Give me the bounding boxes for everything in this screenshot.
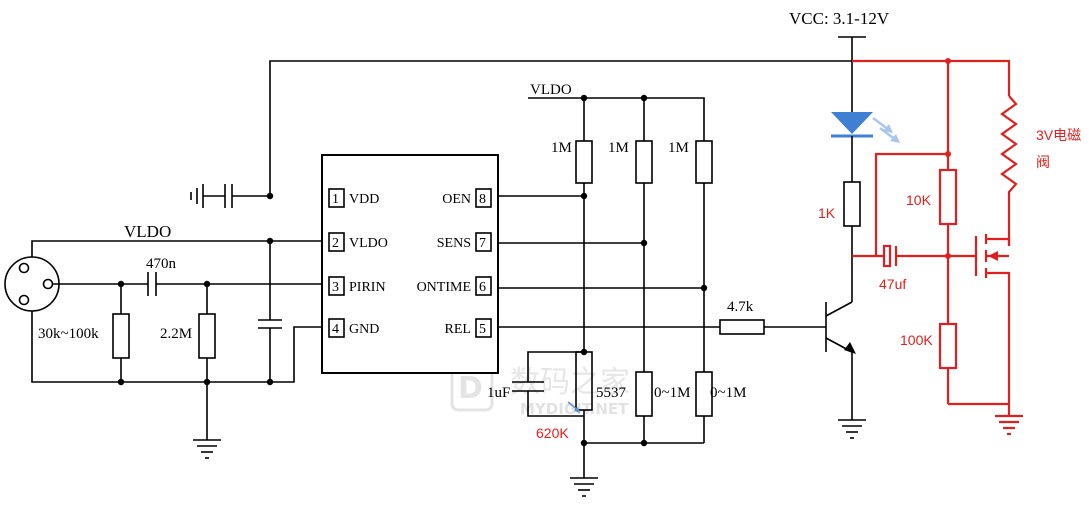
- ic-pin-8-name: OEN: [442, 192, 471, 207]
- pir-sensor: [4, 256, 60, 312]
- valve-coil: [1000, 95, 1018, 246]
- resistor-1m-sens-label: 1M: [608, 140, 629, 156]
- vldo-label-top: VLDO: [530, 82, 572, 98]
- vcc-label: VCC: 3.1-12V: [789, 9, 890, 28]
- resistor-1m-ontime-label: 1M: [668, 140, 689, 156]
- ic-chip: 1 VDD 2 VLDO 3 PIRIN 4 GND 8 OEN 7 SENS: [321, 154, 499, 374]
- ground-rail-bottom: [570, 439, 704, 497]
- ic-pin-1-name: VDD: [349, 192, 379, 207]
- ic-pin-3-name: PIRIN: [349, 280, 386, 295]
- label-1k: 1K: [818, 205, 836, 221]
- resistor-1k: [843, 181, 861, 302]
- resistor-0-1m-rel: [695, 371, 713, 443]
- svg-text:D: D: [458, 371, 483, 406]
- led-indicator: [831, 112, 900, 182]
- ground-transistor-icon: [838, 419, 866, 439]
- resistor-5537-label: 5537: [596, 385, 627, 401]
- capacitor-470n-label: 470n: [146, 256, 177, 272]
- vcc-terminal: [838, 36, 866, 112]
- ic-pin-5-number: 5: [479, 322, 486, 337]
- resistor-1m-ontime: [695, 140, 713, 372]
- vldo-capacitor: [258, 241, 282, 386]
- ic-pin-6-number: 6: [479, 280, 486, 295]
- npn-transistor: [825, 301, 866, 439]
- ic-pin-8: 8 OEN: [442, 188, 492, 208]
- label-620k: 620K: [536, 425, 569, 441]
- ic-pin-4-name: GND: [349, 322, 379, 337]
- ic-pin-4-number: 4: [332, 322, 339, 337]
- ground-bottom-icon: [570, 477, 598, 497]
- ic-pin-5: 5 REL: [445, 318, 492, 338]
- ic-pin-7-number: 7: [479, 236, 486, 251]
- resistor-sensor: [112, 284, 130, 386]
- resistor-1m-oen: [575, 98, 593, 352]
- label-47uf: 47uf: [879, 276, 906, 292]
- label-valve-line1: 3V电磁: [1036, 127, 1081, 143]
- ic-pin-6: 6 ONTIME: [417, 276, 492, 296]
- ic-pin-5-name: REL: [445, 322, 471, 337]
- annotation-arrow-icon: [567, 401, 580, 413]
- ic-pin-1-number: 1: [332, 192, 339, 207]
- resistor-1m-sens: [635, 98, 653, 372]
- resistor-1m-oen-label: 1M: [551, 140, 572, 156]
- ic-pin-2: 2 VLDO: [328, 232, 388, 252]
- ic-pin-2-name: VLDO: [349, 236, 388, 251]
- red-modification: [852, 58, 1023, 436]
- resistor-base-4k7-label: 4.7k: [727, 299, 754, 315]
- vldo-wire: [31, 237, 322, 257]
- capacitor-1uf: [512, 348, 588, 417]
- label-100k: 100K: [900, 332, 933, 348]
- vldo-top-rail: [528, 94, 705, 141]
- ground-left-vdd-icon: [190, 184, 204, 208]
- label-10k: 10K: [906, 192, 932, 208]
- ic-pin-4: 4 GND: [328, 318, 379, 338]
- resistor-0-1m-ontime: [635, 371, 653, 443]
- capacitor-1uf-label: 1uF: [487, 385, 510, 401]
- pirin-wire: [53, 272, 322, 296]
- resistor-0-1m-ontime-label: 0~1M: [654, 385, 690, 401]
- ground-rail-left: [31, 311, 322, 459]
- resistor-5537: [575, 351, 593, 478]
- resistor-2m2-label: 2.2M: [160, 326, 192, 342]
- watermark-en: MYDIGIT.NET: [520, 400, 629, 418]
- resistor-2m2: [198, 284, 216, 386]
- resistor-sensor-label: 30k~100k: [38, 326, 99, 342]
- ground-left-icon: [193, 439, 221, 459]
- ic-pin-1: 1 VDD: [328, 188, 379, 208]
- watermark: D 数码之家 MYDIGIT.NET: [450, 358, 630, 418]
- ic-pin-8-number: 8: [479, 192, 486, 207]
- ic-pin-3: 3 PIRIN: [328, 276, 386, 296]
- resistor-0-1m-rel-label: 0~1M: [710, 385, 746, 401]
- vldo-label-left: VLDO: [124, 222, 171, 241]
- ic-pin-7-name: SENS: [437, 236, 471, 251]
- ic-pin-6-name: ONTIME: [417, 280, 471, 295]
- ic-pin-3-number: 3: [332, 280, 339, 295]
- vdd-decoupling-capacitor: [190, 184, 270, 208]
- label-valve-line2: 阀: [1036, 154, 1050, 170]
- led-light-arrows-icon: [872, 117, 900, 143]
- ic-pin-7: 7 SENS: [437, 232, 492, 252]
- ic-pin-2-number: 2: [332, 236, 339, 251]
- ground-red-icon: [995, 414, 1023, 436]
- resistor-base-4k7: [719, 319, 826, 335]
- ic-right-wires: [498, 195, 720, 328]
